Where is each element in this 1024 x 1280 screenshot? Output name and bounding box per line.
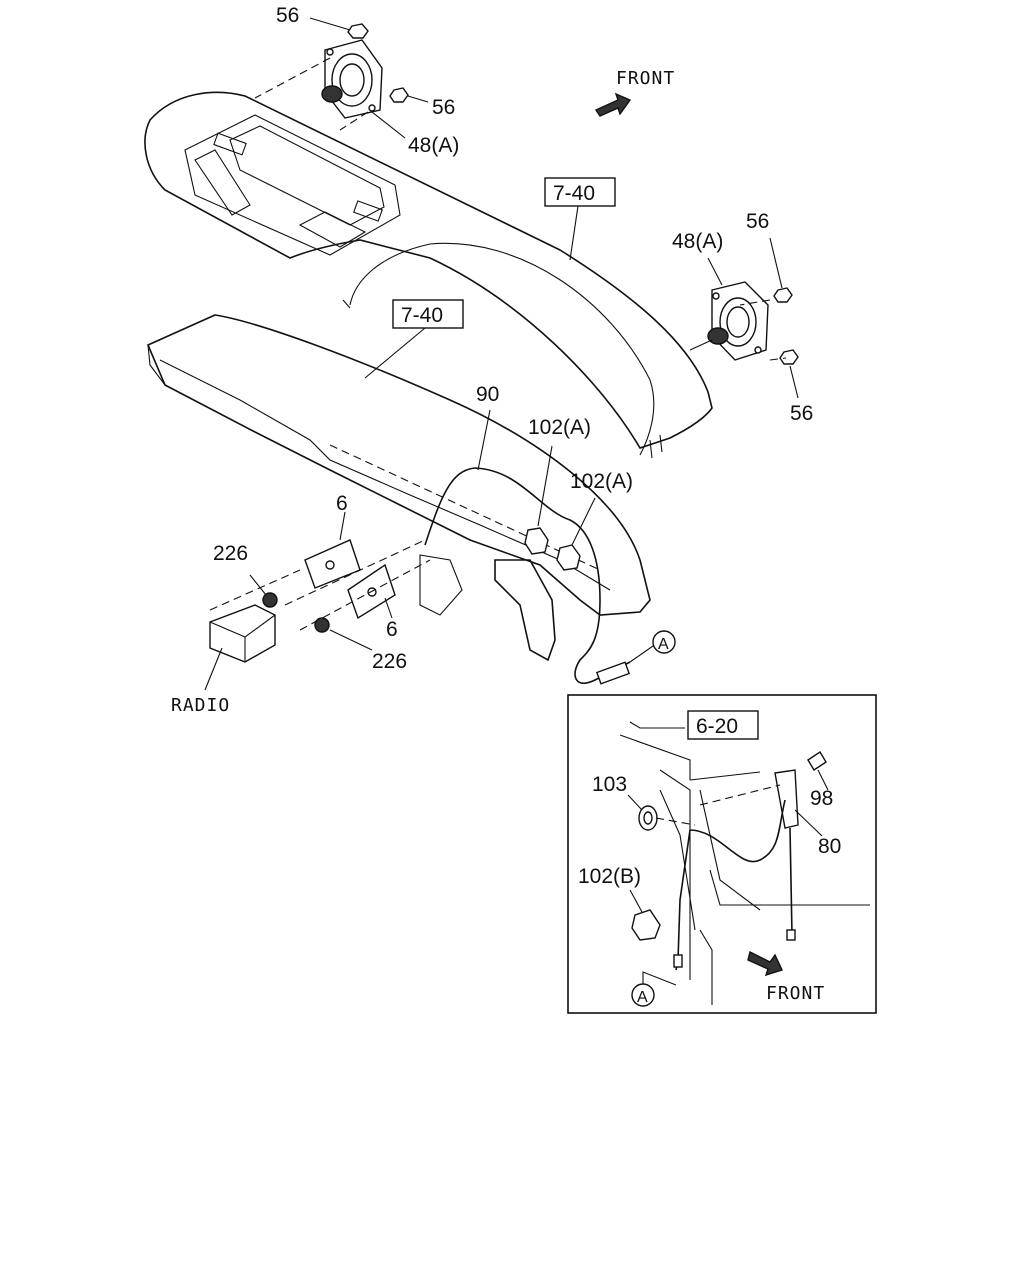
bolt-lower-part [314,617,373,651]
clip-a1-part [524,445,553,555]
label-clip-a2: 102(A) [570,470,633,493]
label-front-top: FRONT [616,68,675,89]
antenna-part [673,769,799,971]
lower-dash-panel [146,314,651,662]
ref-box-lower [392,299,464,329]
nut-right-upper-part [773,287,793,303]
label-grommet: 103 [592,773,627,796]
label-antenna: 80 [818,835,841,858]
nut-right-lower-part [779,349,799,365]
front-arrow-inset-icon [747,950,783,977]
ref-box-upper [544,177,616,207]
label-connector-a: A [658,636,669,653]
label-clip-a1: 102(A) [528,416,591,439]
clip-a2-part [556,497,596,571]
label-speaker-left: 48(A) [408,134,459,157]
label-front-inset: FRONT [766,983,825,1004]
label-bolt-lower: 226 [372,650,407,673]
nut-top-left-part [347,23,369,39]
label-nut-top-left: 56 [276,4,299,27]
label-inset-ref: 6-20 [696,715,738,738]
label-radio: RADIO [171,695,230,716]
radio-unit [204,569,301,691]
connector-a-circle [652,630,676,654]
bolt-antenna-part [794,751,829,837]
upper-dash-panel [144,91,713,459]
label-inset-connector-a: A [637,989,648,1006]
bolt-upper-part [249,574,278,608]
antenna-harness [424,409,631,685]
label-clip-b: 102(B) [578,865,641,888]
label-ref-dash-upper: 7-40 [553,182,595,205]
label-ref-dash-lower: 7-40 [401,304,443,327]
ref-box-inset [687,710,759,740]
label-harness: 90 [476,383,499,406]
inset-pillar [619,734,870,1005]
speaker-left [321,39,383,119]
nut-top-right-part [389,87,409,103]
clip-b-part [629,889,661,941]
label-bracket-upper: 6 [336,492,348,515]
label-nut-right-lower: 56 [790,402,813,425]
label-bracket-lower: 6 [386,618,398,641]
speaker-right [707,281,769,361]
inset-frame [567,694,877,1014]
bracket-upper-part [304,511,361,589]
label-nut-top-right: 56 [432,96,455,119]
label-nut-right-upper: 56 [746,210,769,233]
grommet-part [627,794,696,831]
label-speaker-right: 48(A) [672,230,723,253]
front-arrow-top-icon [594,92,632,117]
label-bolt-antenna: 98 [810,787,833,810]
label-bolt-upper: 226 [213,542,248,565]
